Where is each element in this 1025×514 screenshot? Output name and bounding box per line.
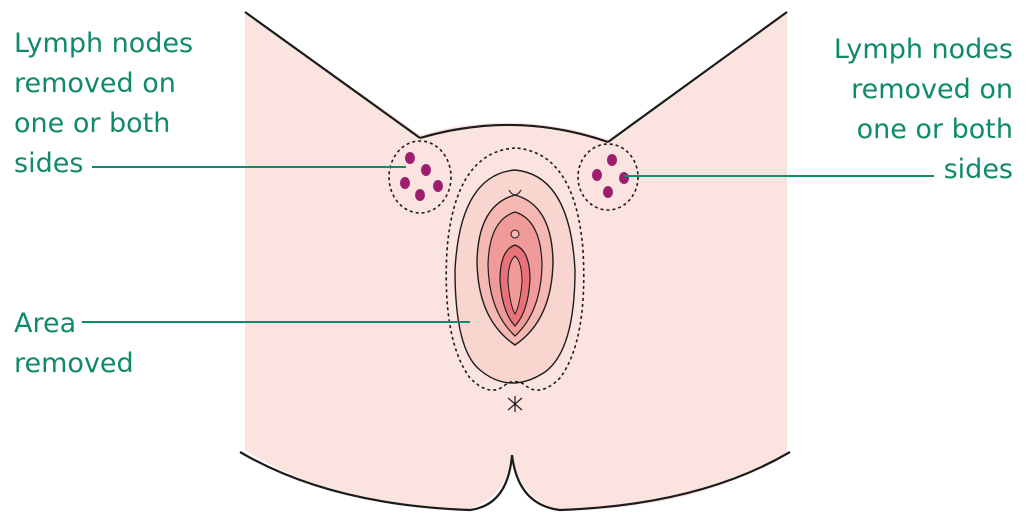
label-line: Lymph nodes [14,24,193,64]
left-lymph-node [405,152,415,164]
label-lymph-nodes-right: Lymph nodes removed on one or both sides [834,30,1013,190]
small-opening [511,230,519,238]
label-area-removed: Area removed [14,304,134,384]
label-line: one or both [834,110,1013,150]
right-lymph-node [592,169,602,181]
label-line: sides [834,150,1013,190]
left-lymph-node [400,177,410,189]
label-lymph-nodes-left: Lymph nodes removed on one or both sides [14,24,193,184]
left-lymph-node [433,180,443,192]
label-line: Area [14,304,134,344]
label-line: removed [14,344,134,384]
right-lymph-node [619,172,629,184]
label-line: Lymph nodes [834,30,1013,70]
label-line: removed on [14,64,193,104]
right-lymph-node [607,154,617,166]
label-line: removed on [834,70,1013,110]
left-lymph-node [421,164,431,176]
right-lymph-node [603,186,613,198]
label-line: one or both [14,104,193,144]
left-lymph-node [415,189,425,201]
label-line: sides [14,144,193,184]
